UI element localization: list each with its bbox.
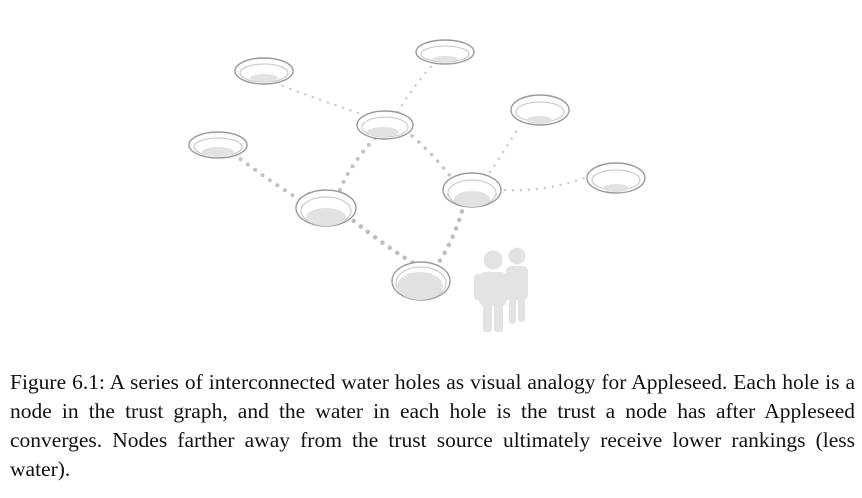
edge-rightmid-upperright bbox=[488, 123, 522, 174]
trust-edges bbox=[233, 60, 594, 271]
edge-leftmid-farleft bbox=[233, 153, 302, 202]
edge-center-top bbox=[396, 60, 437, 114]
water-hole-source bbox=[391, 261, 451, 301]
water-hole-upper-right bbox=[510, 94, 570, 126]
water-hole-figure bbox=[188, 39, 646, 332]
edge-source-rightmid bbox=[432, 197, 468, 271]
water-hole-right-mid bbox=[442, 172, 502, 208]
edge-leftmid-center bbox=[338, 136, 377, 192]
water-hole-far-left bbox=[188, 131, 248, 159]
edge-source-leftmid bbox=[347, 215, 423, 270]
water-hole-top bbox=[415, 39, 475, 65]
water-hole-top-left bbox=[234, 57, 294, 85]
person-icon bbox=[474, 247, 528, 332]
edge-rightmid-farright bbox=[503, 173, 594, 192]
figure-caption: Figure 6.1: A series of interconnected w… bbox=[10, 370, 855, 481]
water-hole-illustration bbox=[188, 39, 646, 332]
water-hole-left-mid bbox=[295, 189, 357, 227]
water-hole-center bbox=[356, 110, 414, 140]
edge-rightmid-center bbox=[403, 128, 457, 184]
edge-center-topleft bbox=[278, 83, 360, 115]
water-hole-far-right bbox=[586, 162, 646, 194]
